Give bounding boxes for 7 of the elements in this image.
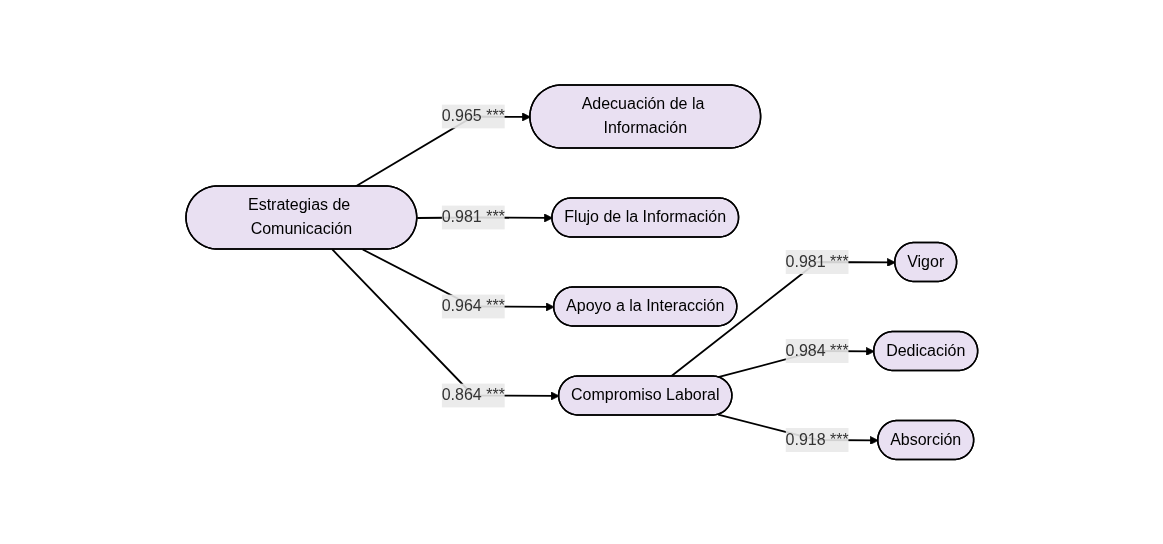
edge-label: 0.964 *** [441, 297, 505, 315]
edge-label: 0.965 *** [441, 107, 505, 125]
edge-label: 0.981 *** [441, 208, 505, 226]
edge-label: 0.918 *** [785, 430, 849, 448]
edge-label: 0.984 *** [785, 341, 849, 359]
edge-label: 0.864 *** [441, 386, 505, 404]
edge-label: 0.981 *** [785, 252, 849, 270]
